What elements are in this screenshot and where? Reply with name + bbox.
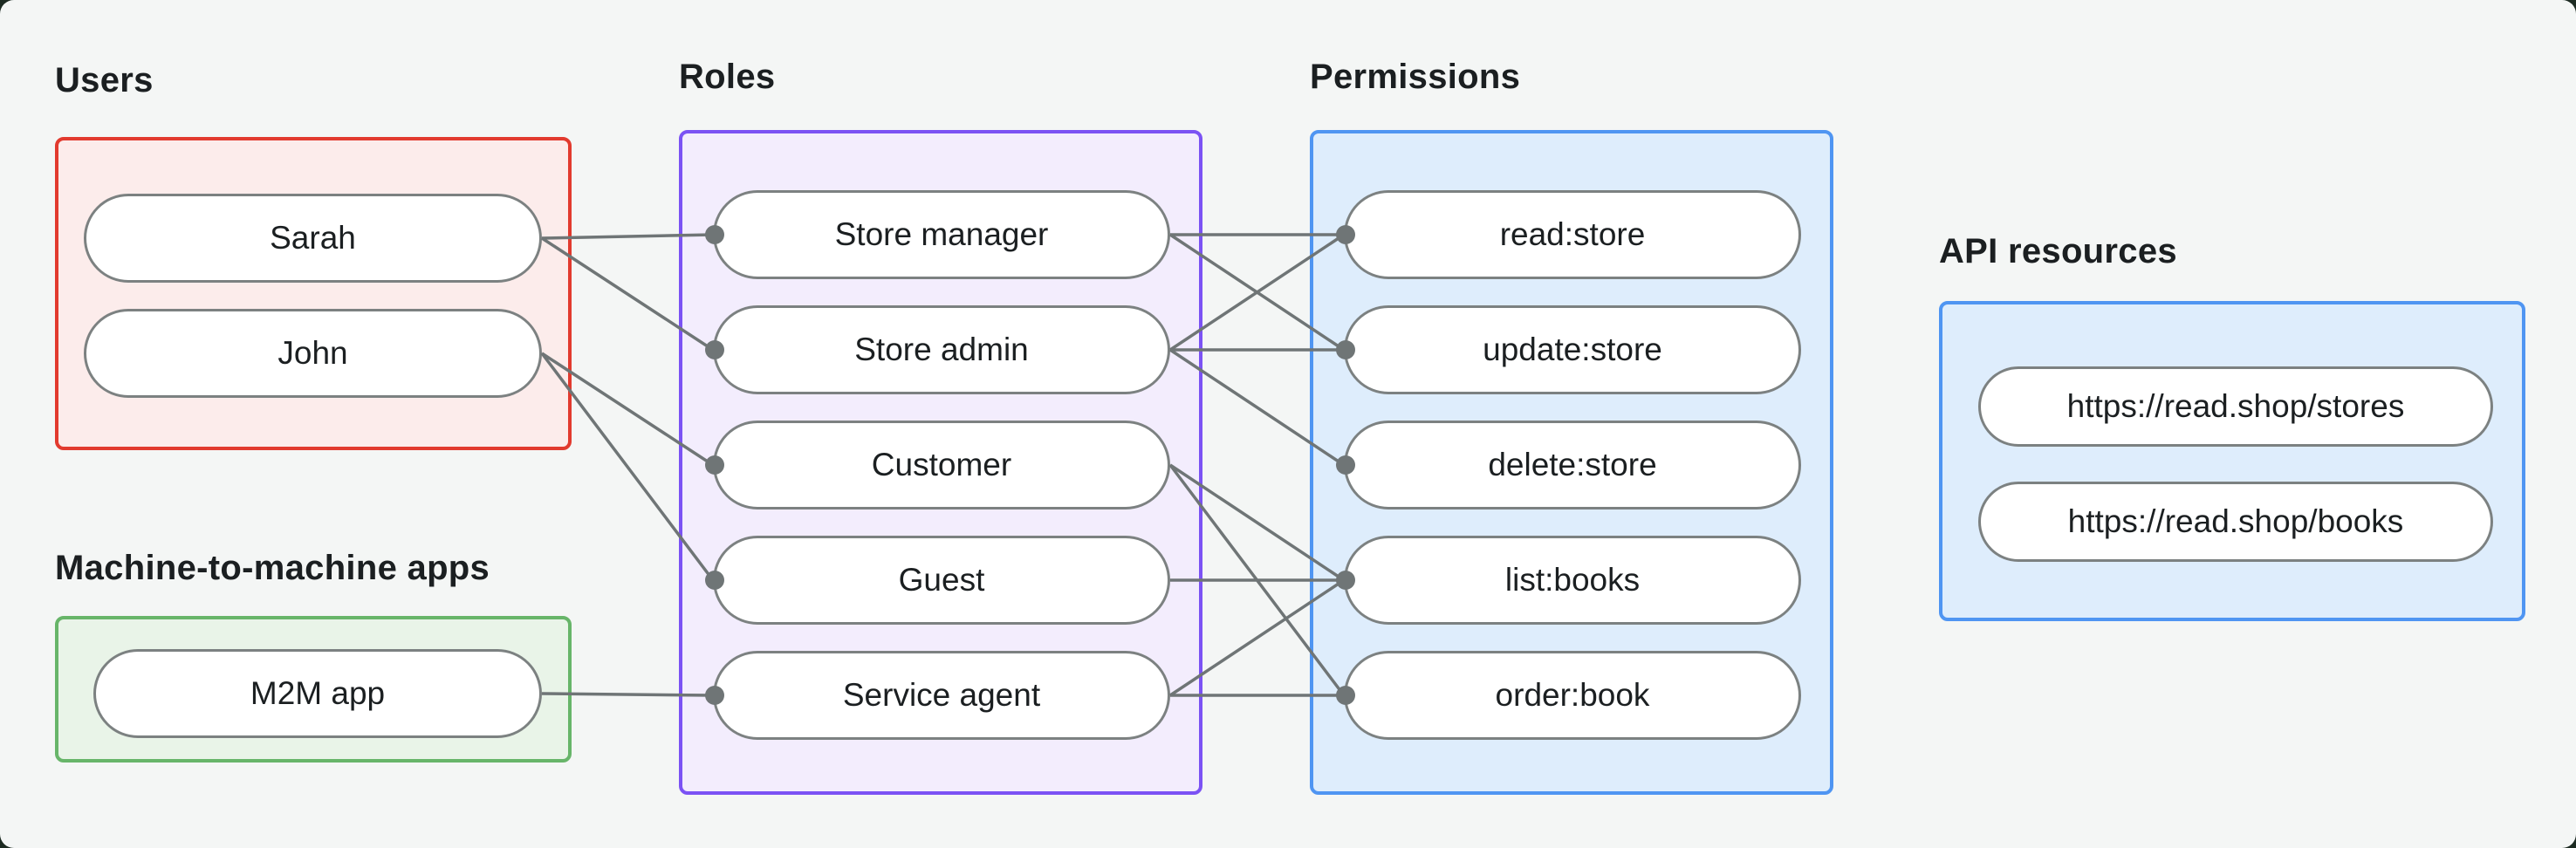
node-sarah: Sarah: [84, 194, 542, 283]
permissions-heading: Permissions: [1310, 58, 1521, 96]
node-list-books: list:books: [1344, 536, 1801, 625]
node-m2m-app: M2M app: [93, 649, 542, 738]
node-books: https://read.shop/books: [1978, 482, 2493, 562]
group-box-users: [55, 137, 572, 450]
users-heading: Users: [55, 61, 154, 99]
node-guest: Guest: [713, 536, 1170, 625]
group-box-api: [1939, 301, 2525, 621]
m2m-heading: Machine-to-machine apps: [55, 549, 490, 587]
node-service-agent: Service agent: [713, 651, 1170, 740]
node-store-admin: Store admin: [713, 305, 1170, 394]
node-stores: https://read.shop/stores: [1978, 366, 2493, 447]
roles-heading: Roles: [679, 58, 776, 96]
node-john: John: [84, 309, 542, 398]
node-update-store: update:store: [1344, 305, 1801, 394]
node-read-store: read:store: [1344, 190, 1801, 279]
api-heading: API resources: [1939, 232, 2177, 270]
node-order-book: order:book: [1344, 651, 1801, 740]
node-customer: Customer: [713, 421, 1170, 509]
node-store-manager: Store manager: [713, 190, 1170, 279]
node-delete-store: delete:store: [1344, 421, 1801, 509]
